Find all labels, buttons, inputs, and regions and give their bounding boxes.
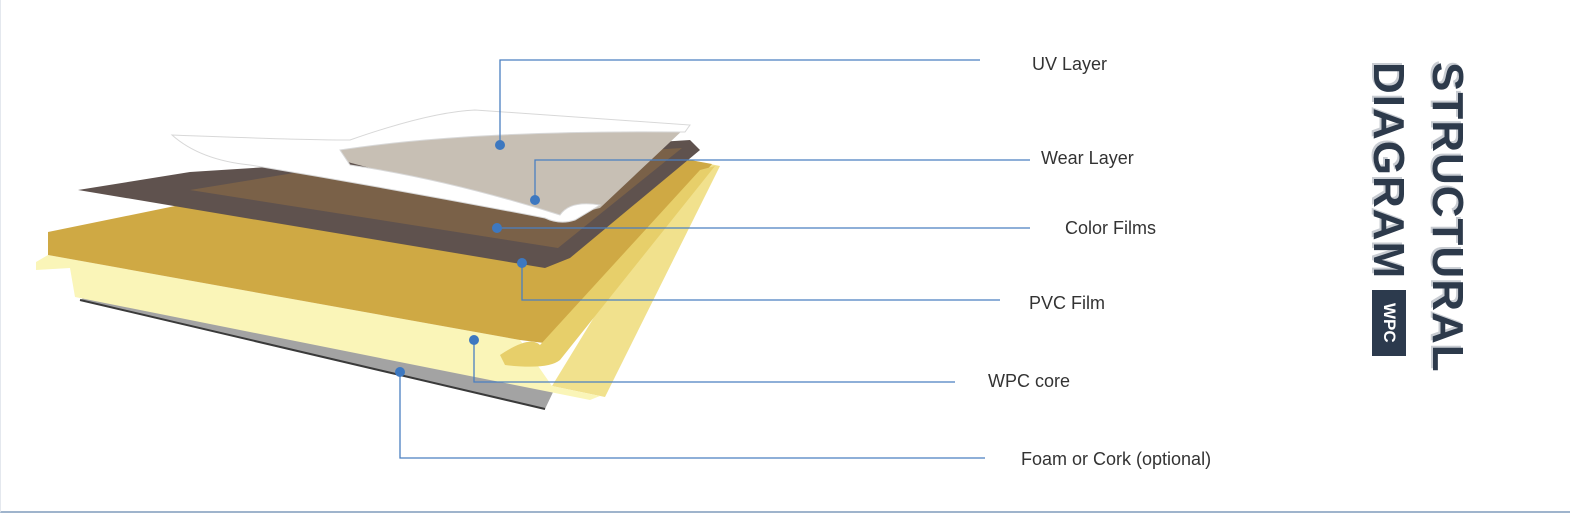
label-color-films: Color Films xyxy=(1065,218,1157,238)
uv-layer-sheet xyxy=(170,109,691,223)
dot-pvc xyxy=(517,258,527,268)
label-wpc-core: WPC core xyxy=(988,371,1071,391)
leader-pvc xyxy=(521,263,1000,301)
title-structural: STRUCTURAL xyxy=(1423,62,1472,373)
wpc-tongue xyxy=(500,166,715,367)
label-foam-cork: Foam or Cork (optional) xyxy=(1021,449,1212,469)
leader-wpc xyxy=(473,340,955,383)
title-diagram: DIAGRAM xyxy=(1364,62,1413,280)
wear-layer-wood xyxy=(340,128,685,218)
wpc-core-side xyxy=(552,160,720,397)
dot-uv xyxy=(495,140,505,150)
leader-uv xyxy=(499,59,980,145)
dot-wear xyxy=(530,195,540,205)
leader-foam xyxy=(399,372,985,459)
label-wear-layer: Wear Layer xyxy=(1041,148,1134,168)
dot-color xyxy=(492,223,502,233)
dot-foam xyxy=(395,367,405,377)
wpc-badge: WPC xyxy=(1372,290,1406,356)
wpc-core-front xyxy=(36,255,600,400)
leader-wear xyxy=(534,159,1030,200)
leader-dots xyxy=(395,140,540,377)
label-uv-layer: UV Layer xyxy=(1032,54,1108,74)
leader-lines xyxy=(399,59,1030,459)
dot-wpc xyxy=(469,335,479,345)
foam-edge xyxy=(79,299,546,410)
label-pvc-film: PVC Film xyxy=(1029,293,1105,313)
